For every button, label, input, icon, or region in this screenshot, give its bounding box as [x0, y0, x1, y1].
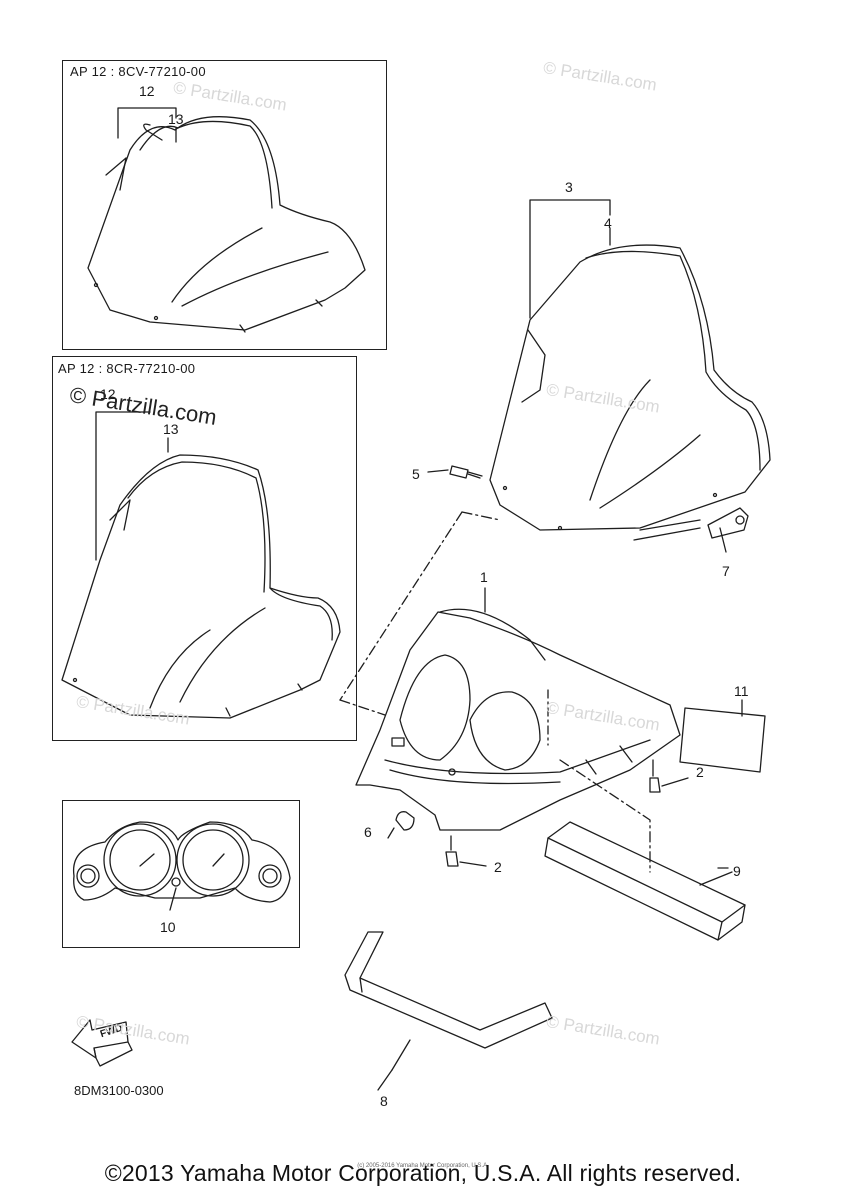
- inset-box-8cr: [52, 356, 357, 741]
- callout-7: 7: [722, 563, 730, 579]
- foam-bar-part-9: [544, 821, 746, 941]
- screw-part-2-upper: [649, 759, 689, 793]
- callout-12-top: 12: [139, 83, 155, 99]
- fine-print: (c) 2005-2016 Yamaha Motor Corporation, …: [357, 1163, 489, 1169]
- callout-3: 3: [565, 179, 573, 195]
- callout-8: 8: [380, 1093, 388, 1109]
- callout-4: 4: [604, 215, 612, 231]
- callout-2-upper: 2: [696, 764, 704, 780]
- callout-2-lower: 2: [494, 859, 502, 875]
- callout-11: 11: [734, 683, 749, 699]
- callout-1: 1: [480, 569, 488, 585]
- inset-windshield-8cr: [61, 454, 341, 719]
- callout-13-mid: 13: [163, 421, 179, 437]
- inset-windshield-8cv: [87, 116, 366, 333]
- copyright-footer: ©2013 Yamaha Motor Corporation, U.S.A. A…: [104, 1160, 742, 1186]
- callout-13-top: 13: [168, 111, 184, 127]
- main-windshield: [489, 244, 771, 541]
- screw-part-2-lower: [445, 835, 487, 867]
- inset-box-meter: [62, 800, 300, 948]
- inset-box-8cv: [62, 60, 387, 350]
- callout-10: 10: [160, 919, 176, 935]
- bracket-part-7: [707, 507, 749, 553]
- callout-12-mid: 12: [100, 386, 116, 402]
- callout-6: 6: [364, 824, 372, 840]
- sticker-part-11: [679, 699, 766, 773]
- fwd-arrow-icon: [71, 1019, 133, 1067]
- meter-cluster-part-10: [72, 821, 291, 911]
- foam-strip-part-8: [344, 931, 553, 1071]
- callout-9: 9: [733, 863, 741, 879]
- screw-part-5: [427, 465, 483, 479]
- main-fairing: [355, 608, 681, 831]
- diagram-code: 8DM3100-0300: [74, 1083, 164, 1098]
- inset-title-8cr: AP 12 : 8CR-77210-00: [58, 361, 196, 376]
- grommet-part-6: [387, 811, 415, 839]
- callout-5: 5: [412, 466, 420, 482]
- inset-title-8cv: AP 12 : 8CV-77210-00: [70, 64, 206, 79]
